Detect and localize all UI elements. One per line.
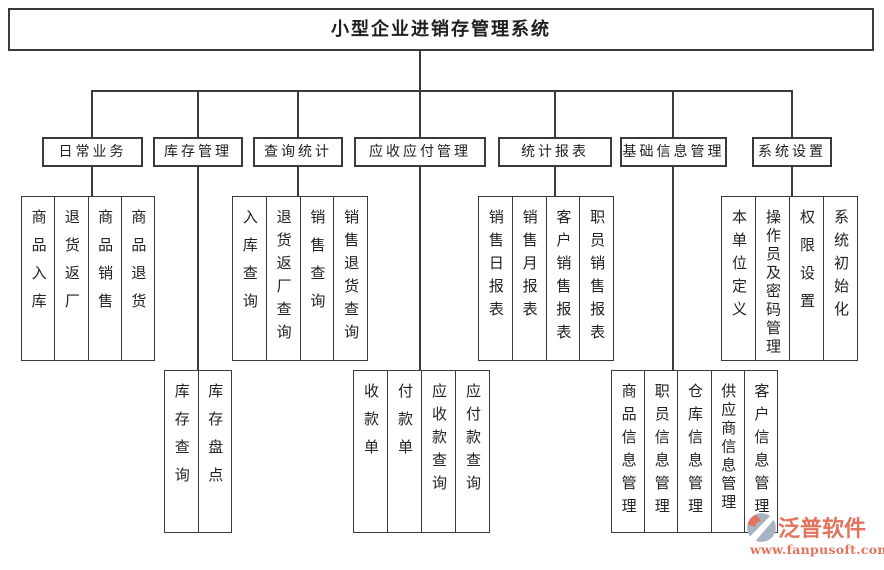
fanpu-url-text: www.fanpusoft.com [750,542,884,557]
leaf-group-daily-business: 商品入库 退货返厂 商品销售 商品退货 [21,196,155,361]
leaf-box: 库存盘点 [197,371,232,532]
branch-box-query-stats: 查询统计 [253,137,343,167]
leaf-label: 客户销售报表 [554,209,573,347]
leaf-box: 供应商信息管理 [710,371,744,532]
branch-box-ar-ap-mgmt: 应收应付管理 [354,137,486,167]
leaf-box: 职员信息管理 [644,371,677,532]
connector-drop [791,167,793,196]
leaf-label: 商品信息管理 [619,383,638,521]
leaf-label: 库存查询 [172,383,191,495]
leaf-label: 付款单 [396,383,414,467]
leaf-label: 系统初始化 [832,209,850,324]
connector-drop [419,167,421,370]
connector-drop [91,90,93,137]
leaf-box: 应收款查询 [421,371,455,532]
connector-drop [197,167,199,370]
leaf-label: 退货返厂 [62,209,81,321]
leaf-label: 销售月报表 [520,209,539,324]
leaf-box: 销售查询 [299,197,334,360]
leaf-box: 客户信息管理 [743,371,777,532]
leaf-box: 商品销售 [87,197,121,360]
connector-drop [297,167,299,196]
leaf-group-ar-ap-mgmt: 收款单 付款单 应收款查询 应付款查询 [353,370,490,533]
fanpu-watermark: 泛普软件 www.fanpusoft.com [744,510,884,557]
leaf-label: 销售退货查询 [342,209,361,347]
leaf-label: 职员信息管理 [652,383,671,521]
leaf-label: 客户信息管理 [752,383,771,521]
leaf-box: 退货返厂 [54,197,87,360]
leaf-box: 销售日报表 [479,197,512,360]
leaf-label: 本单位定义 [730,209,748,324]
connector-root-drop [419,51,421,90]
leaf-group-stat-reports: 销售日报表 销售月报表 客户销售报表 职员销售报表 [478,196,614,361]
leaf-box: 入库查询 [233,197,266,360]
branch-box-base-info-mgmt: 基础信息管理 [620,137,727,167]
leaf-label: 操作员及密码管理 [764,209,782,357]
connector-drop [554,167,556,196]
leaf-box: 商品入库 [22,197,54,360]
leaf-box: 操作员及密码管理 [755,197,789,360]
connector-drop [672,167,674,370]
connector-branch-rail [91,90,793,92]
connector-drop [554,90,556,137]
leaf-label: 仓库信息管理 [686,383,704,521]
leaf-box: 仓库信息管理 [677,371,710,532]
leaf-box: 商品信息管理 [612,371,644,532]
leaf-group-system-settings: 本单位定义 操作员及密码管理 权限设置 系统初始化 [721,196,858,361]
leaf-label: 权限设置 [798,209,816,321]
leaf-label: 商品退货 [129,209,148,321]
leaf-box: 权限设置 [789,197,823,360]
leaf-group-base-info-mgmt: 商品信息管理 职员信息管理 仓库信息管理 供应商信息管理 客户信息管理 [611,370,778,533]
leaf-box: 系统初始化 [823,197,857,360]
connector-drop [91,167,93,196]
leaf-label: 应付款查询 [464,383,482,498]
connector-drop [419,90,421,137]
leaf-box: 应付款查询 [455,371,489,532]
leaf-label: 库存盘点 [206,383,225,495]
leaf-box: 销售退货查询 [333,197,367,360]
leaf-label: 供应商信息管理 [719,383,738,513]
leaf-box: 付款单 [387,371,421,532]
branch-box-daily-business: 日常业务 [42,137,143,167]
leaf-label: 职员销售报表 [588,209,607,347]
leaf-box: 商品退货 [120,197,154,360]
chart-title: 小型企业进销存管理系统 [8,8,874,51]
leaf-group-inventory-mgmt: 库存查询 库存盘点 [164,370,232,533]
fanpu-logo-icon [744,510,778,544]
branch-box-inventory-mgmt: 库存管理 [153,137,243,167]
leaf-box: 职员销售报表 [579,197,613,360]
leaf-label: 销售查询 [308,209,327,321]
connector-drop [791,90,793,137]
leaf-box: 本单位定义 [722,197,755,360]
branch-box-stat-reports: 统计报表 [498,137,612,167]
connector-drop [197,90,199,137]
connector-drop [672,90,674,137]
leaf-label: 收款单 [362,383,380,467]
leaf-label: 商品入库 [29,209,48,321]
leaf-label: 销售日报表 [486,209,505,324]
leaf-box: 客户销售报表 [545,197,580,360]
leaf-box: 销售月报表 [511,197,546,360]
leaf-box: 收款单 [354,371,387,532]
leaf-label: 应收款查询 [430,383,448,498]
leaf-box: 退货返厂查询 [265,197,300,360]
leaf-label: 入库查询 [240,209,259,321]
leaf-label: 商品销售 [96,209,115,321]
leaf-label: 退货返厂查询 [274,209,293,347]
branch-box-system-settings: 系统设置 [752,137,832,167]
leaf-group-query-stats: 入库查询 退货返厂查询 销售查询 销售退货查询 [232,196,368,361]
connector-drop [297,90,299,137]
leaf-box: 库存查询 [165,371,198,532]
fanpu-brand-text: 泛普软件 [778,516,867,542]
